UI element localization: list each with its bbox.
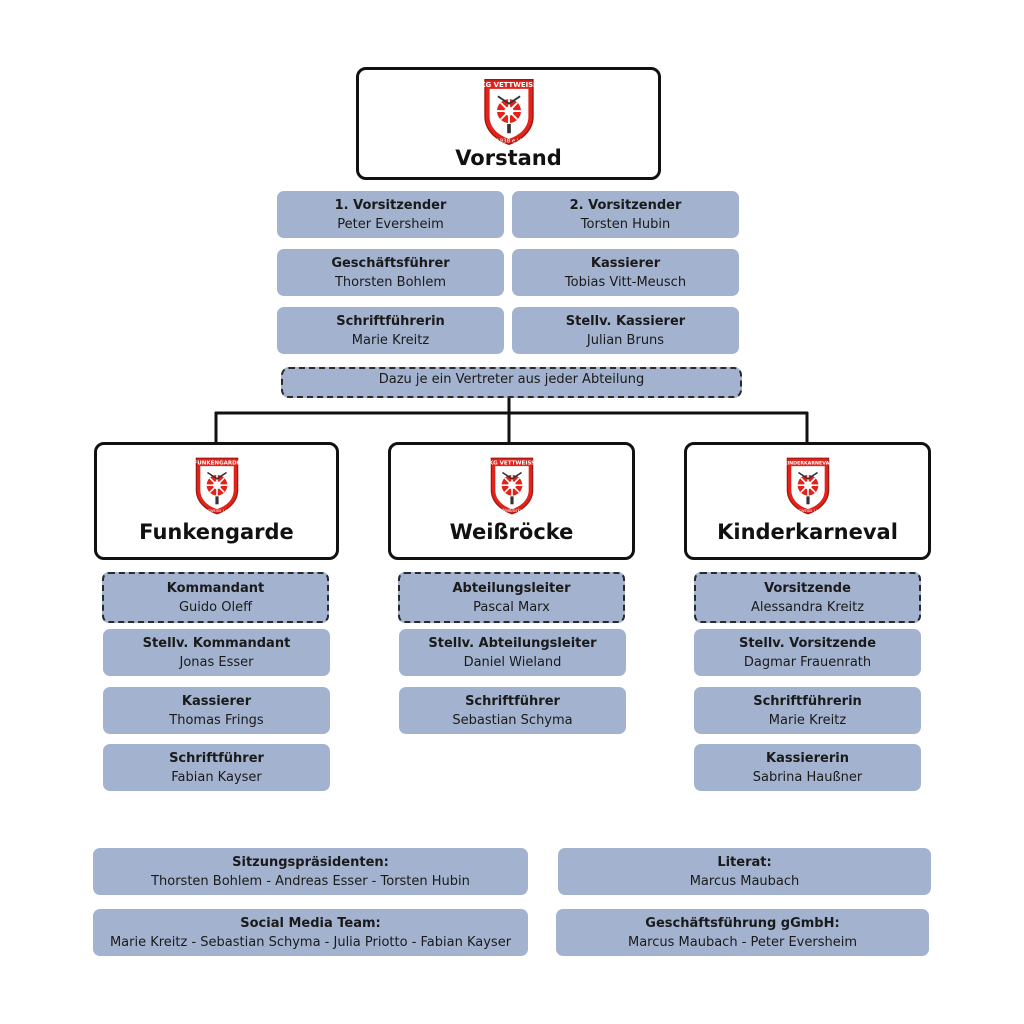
vorstand-member-2: 2. Vorsitzender Torsten Hubin (512, 191, 739, 238)
role-title: Social Media Team: (240, 915, 381, 931)
role-title: Geschäftsführer (331, 255, 450, 271)
role-title: Stellv. Kommandant (142, 635, 291, 651)
role-name: Jonas Esser (179, 654, 254, 670)
kinderkarneval-logo: KINDERKARNEVAL KG VETTWEISS 1938 e.V. (783, 455, 833, 521)
weissroecke-member-3: Schriftführer Sebastian Schyma (399, 687, 626, 734)
kinderkarneval-member-4: Kassiererin Sabrina Haußner (694, 744, 921, 791)
role-name: Fabian Kayser (171, 769, 262, 785)
role-title: Schriftführer (465, 693, 560, 709)
role-name: Daniel Wieland (463, 654, 562, 670)
kinderkarneval-title: Kinderkarneval (717, 520, 898, 544)
vorstand-member-4: Kassierer Tobias Vitt-Meusch (512, 249, 739, 296)
role-name: Peter Eversheim (337, 216, 444, 232)
role-title: Sitzungspräsidenten: (232, 854, 389, 870)
logo-top-text: KG VETTWEISS (488, 461, 534, 467)
funkengarde-member-3: Kassierer Thomas Frings (103, 687, 330, 734)
role-name: Torsten Hubin (580, 216, 671, 232)
role-title: Kommandant (166, 580, 265, 596)
role-title: Geschäftsführung gGmbH: (645, 915, 840, 931)
role-title: Stellv. Kassierer (565, 313, 686, 329)
role-title: 1. Vorsitzender (334, 197, 447, 213)
connector-lines-group (214, 398, 809, 443)
role-title: Schriftführerin (753, 693, 862, 709)
weissroecke-member-2: Stellv. Abteilungsleiter Daniel Wieland (399, 629, 626, 676)
role-name: Marie Kreitz (768, 712, 847, 728)
vorstand-box: KG VETTWEISS 1938 e.V. Vorstand (356, 67, 661, 180)
role-name: Alessandra Kreitz (750, 599, 865, 615)
role-name: Julian Bruns (586, 332, 665, 348)
vorstand-note: Dazu je ein Vertreter aus jeder Abteilun… (281, 367, 742, 398)
kinderkarneval-member-1: Vorsitzende Alessandra Kreitz (694, 572, 921, 623)
vorstand-title: Vorstand (455, 146, 562, 170)
logo-bottom-text: KG VETTWEISS 1938 e.V. (785, 509, 829, 513)
vorstand-member-6: Stellv. Kassierer Julian Bruns (512, 307, 739, 354)
role-name: Thorsten Bohlem (334, 274, 447, 290)
vorstand-member-3: Geschäftsführer Thorsten Bohlem (277, 249, 504, 296)
role-name: Thorsten Bohlem - Andreas Esser - Torste… (151, 873, 470, 889)
logo-bottom-text: KG VETTWEISS 1938 e.V. (194, 509, 238, 513)
kg-vettweiss-logo: KG VETTWEISS 1938 e.V. (480, 76, 537, 152)
role-name: Guido Oleff (178, 599, 253, 615)
role-name: Dagmar Frauenrath (743, 654, 872, 670)
funkengarde-member-1: Kommandant Guido Oleff (102, 572, 329, 623)
funkengarde-member-4: Schriftführer Fabian Kayser (103, 744, 330, 791)
logo-top-text: KINDERKARNEVAL (783, 461, 832, 467)
weissroecke-title: Weißröcke (449, 520, 574, 544)
role-title: Kassierer (590, 255, 661, 271)
role-title: Kassierer (181, 693, 252, 709)
logo-bottom-text: 1938 e.V. (496, 138, 522, 144)
role-title: Literat: (717, 854, 772, 870)
kinderkarneval-logo-icon: KINDERKARNEVAL KG VETTWEISS 1938 e.V. (783, 457, 832, 515)
role-name: Marcus Maubach - Peter Eversheim (628, 934, 857, 950)
role-title: Schriftführerin (336, 313, 445, 329)
vorstand-logo-icon: KG VETTWEISS 1938 e.V. (480, 78, 537, 146)
role-name: Marie Kreitz - Sebastian Schyma - Julia … (109, 934, 512, 950)
funkengarde-logo-icon: FUNKENGARDE KG VETTWEISS 1938 e.V. (193, 457, 240, 515)
role-title: Schriftführer (169, 750, 264, 766)
role-name: Marcus Maubach (689, 873, 800, 889)
role-name: Pascal Marx (473, 599, 550, 615)
role-name: Thomas Frings (169, 712, 264, 728)
weissroecke-box: KG VETTWEISS Weißröcke Weißröcke (388, 442, 635, 560)
role-title: Abteilungsleiter (452, 580, 571, 596)
role-name: Sebastian Schyma (452, 712, 573, 728)
extra-sitzungspraesidenten: Sitzungspräsidenten: Thorsten Bohlem - A… (93, 848, 528, 895)
extra-geschaeftsfuehrung-ggmbh: Geschäftsführung gGmbH: Marcus Maubach -… (556, 909, 929, 956)
kinderkarneval-member-2: Stellv. Vorsitzende Dagmar Frauenrath (694, 629, 921, 676)
vorstand-member-1: 1. Vorsitzender Peter Eversheim (277, 191, 504, 238)
logo-top-text: KG VETTWEISS (481, 81, 537, 89)
logo-bottom-text: Weißröcke (501, 508, 522, 513)
weissroecke-logo-icon: KG VETTWEISS Weißröcke (488, 457, 535, 515)
role-title: Stellv. Abteilungsleiter (428, 635, 597, 651)
role-name: Tobias Vitt-Meusch (564, 274, 687, 290)
logo-top-text: FUNKENGARDE (193, 461, 240, 467)
funkengarde-title: Funkengarde (139, 520, 294, 544)
role-title: Kassiererin (766, 750, 849, 766)
role-title: Vorsitzende (764, 580, 851, 596)
weissroecke-member-1: Abteilungsleiter Pascal Marx (398, 572, 625, 623)
funkengarde-logo: FUNKENGARDE KG VETTWEISS 1938 e.V. (192, 455, 242, 521)
kinderkarneval-box: KINDERKARNEVAL KG VETTWEISS 1938 e.V. Ki… (684, 442, 931, 560)
role-name: Sabrina Haußner (752, 769, 863, 785)
extra-social-media-team: Social Media Team: Marie Kreitz - Sebast… (93, 909, 528, 956)
role-title: 2. Vorsitzender (569, 197, 682, 213)
role-title: Stellv. Vorsitzende (738, 635, 877, 651)
vorstand-member-5: Schriftführerin Marie Kreitz (277, 307, 504, 354)
funkengarde-box: FUNKENGARDE KG VETTWEISS 1938 e.V. Funke… (94, 442, 339, 560)
kinderkarneval-member-3: Schriftführerin Marie Kreitz (694, 687, 921, 734)
role-name: Marie Kreitz (351, 332, 430, 348)
weissroecke-logo: KG VETTWEISS Weißröcke (487, 455, 537, 521)
funkengarde-member-2: Stellv. Kommandant Jonas Esser (103, 629, 330, 676)
extra-literat: Literat: Marcus Maubach (558, 848, 931, 895)
